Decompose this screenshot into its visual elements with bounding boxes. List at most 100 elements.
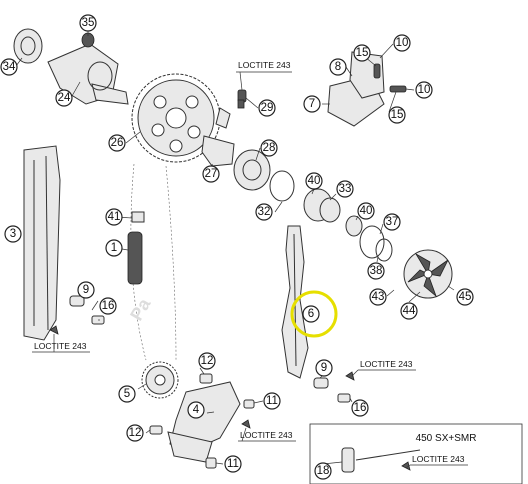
callout[interactable]: 37 bbox=[383, 213, 401, 231]
svg-text:1: 1 bbox=[111, 242, 117, 254]
svg-text:12: 12 bbox=[129, 427, 142, 439]
svg-text:29: 29 bbox=[261, 102, 274, 114]
callout[interactable]: 44 bbox=[400, 302, 418, 320]
loctite-text: LOCTITE 243 bbox=[412, 454, 465, 464]
callout[interactable]: 1 bbox=[105, 239, 123, 257]
callout[interactable]: 41 bbox=[105, 208, 123, 226]
callout[interactable]: 6 bbox=[302, 305, 320, 323]
loctite-text: LOCTITE 243 bbox=[238, 60, 291, 70]
svg-text:41: 41 bbox=[108, 211, 121, 223]
svg-text:15: 15 bbox=[391, 109, 404, 121]
loctite-text: LOCTITE 243 bbox=[240, 430, 293, 440]
inset-box bbox=[309, 423, 523, 484]
loctite-label: LOCTITE 243 bbox=[238, 427, 296, 442]
svg-text:34: 34 bbox=[3, 61, 16, 73]
svg-text:35: 35 bbox=[82, 17, 95, 29]
svg-text:11: 11 bbox=[227, 458, 239, 470]
svg-text:10: 10 bbox=[418, 84, 431, 96]
callout[interactable]: 35 bbox=[79, 14, 97, 32]
svg-text:10: 10 bbox=[396, 37, 409, 49]
callout[interactable]: 45 bbox=[456, 288, 474, 306]
svg-text:15: 15 bbox=[356, 47, 369, 59]
callout[interactable]: 16 bbox=[99, 297, 117, 315]
callout[interactable]: 7 bbox=[303, 95, 321, 113]
svg-text:9: 9 bbox=[321, 362, 327, 374]
parts-drawing: Pa bbox=[13, 28, 523, 484]
callout[interactable]: 15 bbox=[353, 44, 371, 62]
crankshaft-part bbox=[13, 28, 129, 105]
highlight-ring bbox=[290, 290, 338, 338]
svg-text:27: 27 bbox=[205, 168, 218, 180]
svg-text:6: 6 bbox=[308, 308, 314, 320]
callout[interactable]: 3 bbox=[4, 225, 22, 243]
svg-text:40: 40 bbox=[308, 175, 321, 187]
svg-text:33: 33 bbox=[339, 183, 352, 195]
bearings-part bbox=[269, 170, 393, 262]
svg-text:28: 28 bbox=[263, 142, 276, 154]
chain-guide-part bbox=[23, 145, 61, 341]
loctite-text: LOCTITE 243 bbox=[360, 359, 413, 369]
timing-chain-part bbox=[127, 163, 177, 361]
loctite-text: LOCTITE 243 bbox=[34, 341, 87, 351]
callout[interactable]: 34 bbox=[0, 58, 18, 76]
callout[interactable]: 27 bbox=[202, 165, 220, 183]
callout[interactable]: 5 bbox=[118, 385, 136, 403]
svg-text:12: 12 bbox=[201, 355, 214, 367]
svg-text:43: 43 bbox=[372, 291, 385, 303]
callout[interactable]: 4 bbox=[187, 401, 205, 419]
callout[interactable]: 24 bbox=[55, 89, 73, 107]
loctite-label: LOCTITE 243 bbox=[351, 359, 416, 377]
crank-sprocket-part bbox=[141, 361, 241, 463]
callout[interactable]: 40 bbox=[305, 172, 323, 190]
callout[interactable]: 10 bbox=[415, 81, 433, 99]
svg-text:18: 18 bbox=[317, 465, 330, 477]
callout[interactable]: 40 bbox=[357, 202, 375, 220]
callout[interactable]: 12 bbox=[126, 424, 144, 442]
svg-text:11: 11 bbox=[266, 395, 278, 407]
tensioner-bracket-part bbox=[201, 89, 271, 191]
svg-text:26: 26 bbox=[111, 137, 124, 149]
callout[interactable]: 12 bbox=[198, 352, 216, 370]
callout[interactable]: 11 bbox=[263, 392, 281, 410]
svg-text:24: 24 bbox=[58, 92, 71, 104]
callout[interactable]: 33 bbox=[336, 180, 354, 198]
svg-text:37: 37 bbox=[386, 216, 399, 228]
callout[interactable]: 11 bbox=[224, 455, 242, 473]
callout[interactable]: 26 bbox=[108, 134, 126, 152]
svg-text:16: 16 bbox=[354, 402, 367, 414]
callout[interactable]: 16 bbox=[351, 399, 369, 417]
callout[interactable]: 10 bbox=[393, 34, 411, 52]
callout[interactable]: 28 bbox=[260, 139, 278, 157]
callout[interactable]: 15 bbox=[388, 106, 406, 124]
svg-text:16: 16 bbox=[102, 300, 115, 312]
svg-text:5: 5 bbox=[124, 388, 130, 400]
svg-text:7: 7 bbox=[309, 98, 315, 110]
cam-sprocket-part bbox=[131, 73, 221, 163]
svg-text:8: 8 bbox=[335, 61, 341, 73]
svg-text:9: 9 bbox=[83, 284, 89, 296]
svg-text:44: 44 bbox=[403, 305, 416, 317]
loctite-label: LOCTITE 243 bbox=[236, 60, 292, 91]
svg-text:45: 45 bbox=[459, 291, 472, 303]
callout[interactable]: 43 bbox=[369, 288, 387, 306]
svg-text:32: 32 bbox=[258, 206, 271, 218]
loctite-label: LOCTITE 243 bbox=[405, 454, 468, 469]
callout[interactable]: 29 bbox=[258, 99, 276, 117]
callout[interactable]: 9 bbox=[77, 281, 95, 299]
loctite-labels: LOCTITE 243 LOCTITE 243 LOCTITE 243 LOCT… bbox=[32, 60, 468, 469]
svg-text:38: 38 bbox=[370, 265, 383, 277]
cover-plate-part bbox=[327, 51, 407, 127]
loctite-label: LOCTITE 243 bbox=[32, 334, 90, 353]
callout[interactable]: 18 bbox=[314, 462, 332, 480]
inset-model-label: 450 SX+SMR bbox=[416, 433, 477, 444]
callout[interactable]: 8 bbox=[329, 58, 347, 76]
callout[interactable]: 9 bbox=[315, 359, 333, 377]
svg-text:3: 3 bbox=[10, 228, 16, 240]
watermark: Pa bbox=[126, 294, 155, 324]
impeller-part bbox=[403, 249, 453, 299]
callout[interactable]: 32 bbox=[255, 203, 273, 221]
callouts: 35 34 24 26 29 27 15 10 8 7 10 15 41 1 3… bbox=[0, 14, 474, 480]
callout[interactable]: 38 bbox=[367, 262, 385, 280]
svg-text:4: 4 bbox=[193, 404, 200, 416]
